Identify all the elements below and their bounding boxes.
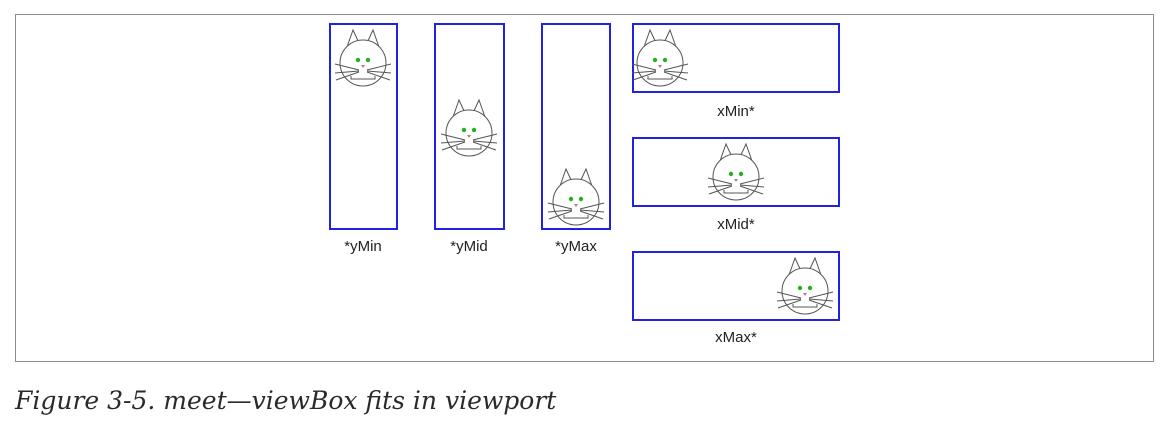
label-xmax: xMax* bbox=[715, 329, 757, 346]
cat-icon bbox=[440, 99, 498, 157]
cat-icon bbox=[547, 168, 605, 226]
viewport-box-ymax bbox=[541, 23, 611, 230]
cat-icon bbox=[776, 257, 834, 315]
cat-icon bbox=[334, 29, 392, 87]
figure-caption: Figure 3-5. meet—viewBox fits in viewpor… bbox=[15, 386, 557, 415]
viewport-ymid: *yMid bbox=[434, 23, 505, 255]
viewport-box-ymid bbox=[434, 23, 505, 230]
cat-icon bbox=[631, 29, 689, 87]
viewport-xmin: xMin* bbox=[631, 23, 840, 120]
viewport-box-xmid bbox=[632, 137, 840, 207]
label-ymin: *yMin bbox=[344, 238, 382, 255]
label-xmin: xMin* bbox=[717, 103, 755, 120]
cat-icon bbox=[707, 143, 765, 201]
viewport-box-xmax bbox=[632, 251, 840, 321]
viewport-xmid: xMid* bbox=[632, 137, 840, 233]
viewport-box-xmin bbox=[632, 23, 840, 93]
viewport-box-ymin bbox=[329, 23, 398, 230]
viewport-xmax: xMax* bbox=[632, 251, 840, 346]
label-ymax: *yMax bbox=[555, 238, 597, 255]
label-xmid: xMid* bbox=[717, 216, 755, 233]
viewport-ymin: *yMin bbox=[329, 23, 398, 255]
viewport-ymax: *yMax bbox=[541, 23, 611, 255]
label-ymid: *yMid bbox=[450, 238, 488, 255]
